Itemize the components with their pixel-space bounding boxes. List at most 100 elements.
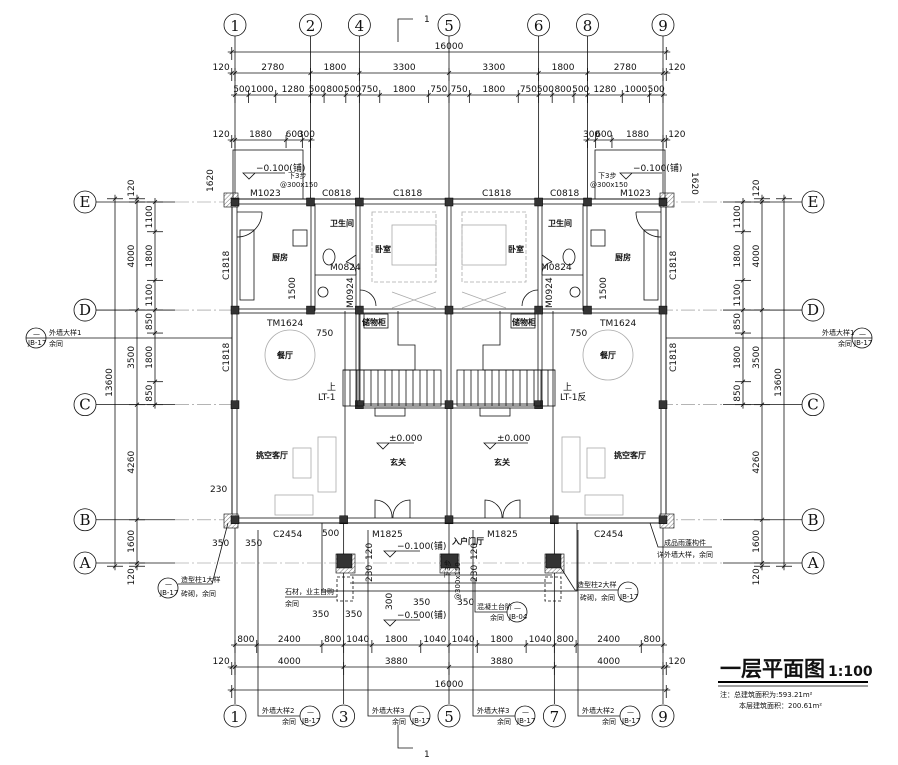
axis-bubble-6 xyxy=(527,13,551,37)
axis-label-bottom-3: 3 xyxy=(339,708,349,726)
dim-top-openings-value: 750 xyxy=(520,85,537,95)
dim-120-porch: 120 xyxy=(365,543,375,560)
svg-text:混凝土台阶: 混凝土台阶 xyxy=(477,602,512,611)
dim-top-openings-tick xyxy=(232,92,238,98)
dim-top-axes-tick xyxy=(446,70,452,76)
label-c1818-left: C1818 xyxy=(393,189,422,199)
dim-top-axes-value: 1800 xyxy=(323,63,346,73)
stove-right xyxy=(590,229,606,247)
detail-ref-sheet: JB-17 xyxy=(621,717,640,725)
dim-left-openings-value: 1100 xyxy=(145,205,155,228)
dim-left-axes-tick xyxy=(134,196,140,202)
stair-label-left: LT-1 xyxy=(318,393,335,403)
sofa-right xyxy=(561,436,581,493)
axis-bubble-left-C xyxy=(73,393,97,417)
dim-top-openings-value: 750 xyxy=(451,85,468,95)
note-stone: 石材，业主自购 余同 xyxy=(285,587,337,608)
dim-top-overall-tick xyxy=(229,49,235,55)
column xyxy=(583,305,592,315)
dim-top-openings-tick xyxy=(273,92,279,98)
detail-ref-column2[interactable]: — JB-17 造型柱2大样 砖砌，余同 xyxy=(560,567,639,603)
dim-left-overall-tick xyxy=(112,563,118,569)
column xyxy=(306,305,315,315)
dim-right-openings-value: 1800 xyxy=(733,346,743,369)
dim-right-openings-tick xyxy=(740,278,746,283)
dim-bottom-axes-value: 120 xyxy=(668,657,685,667)
dim-bottom-openings-tick xyxy=(638,642,644,648)
dim-left-axes-value: 120 xyxy=(127,179,137,196)
dim-120-porch-right: 120 xyxy=(470,543,480,560)
coffee-table-right xyxy=(586,447,606,479)
dim-right-axes-value: 4260 xyxy=(752,450,762,473)
leader-line xyxy=(472,530,515,717)
dim-bottom-openings-value: 1040 xyxy=(452,635,475,645)
dim-right-axes-value: 3500 xyxy=(752,346,762,369)
svg-text:—: — xyxy=(859,330,866,338)
dim-top-openings-tick xyxy=(377,92,383,98)
column xyxy=(658,305,668,315)
dim-750-right: 750 xyxy=(570,329,587,339)
dim-bottom-openings-tick xyxy=(523,642,529,648)
detail-ref-sheet: JB-17 xyxy=(301,717,320,725)
drawing-title-block: 一层平面图 1:100 注：总建筑面积为:593.21m² 本层建筑面积：200… xyxy=(718,657,873,710)
walls xyxy=(231,198,667,524)
dim-left-axes-value: 1600 xyxy=(127,530,137,553)
dim-top-axes-tick xyxy=(308,70,313,76)
dim-right-openings-tick xyxy=(740,307,746,313)
dim-bottom-overall-tick xyxy=(663,687,669,693)
detail-ref-wall1-left[interactable]: — JB-17 外墙大样1 余同 xyxy=(25,327,232,349)
shoe-cabinet-right xyxy=(479,407,511,417)
note-floor-area: 本层建筑面积：200.61m² xyxy=(739,701,822,710)
dim-right-openings-value: 850 xyxy=(733,313,743,330)
label-c1818-dining-left: C1818 xyxy=(222,343,232,372)
dim-entry-right-value: 120 xyxy=(668,130,685,140)
dim-top-openings-value: 1280 xyxy=(593,85,616,95)
dim-top-openings-value: 1800 xyxy=(393,85,416,95)
detail-ref-name: 外墙大样3 xyxy=(477,706,509,715)
column xyxy=(306,197,315,207)
dim-left-axes-tick xyxy=(134,517,140,523)
dim-bottom-openings-tick xyxy=(232,642,238,648)
dim-bottom-openings-tick xyxy=(552,642,557,648)
dim-bottom-openings-tick xyxy=(319,642,325,648)
basin-right xyxy=(569,286,581,298)
detail-ref-column1[interactable]: — JB-17 造型柱1大样 砖砌，余同 xyxy=(157,522,229,599)
label-c1818-kitchen-left: C1818 xyxy=(222,251,232,280)
axis-label-left-A: A xyxy=(79,554,91,572)
axis-bubble-bottom-9 xyxy=(651,704,675,728)
section-mark-bottom: 1 xyxy=(397,725,430,760)
stone-base xyxy=(336,576,354,602)
drawing-title: 一层平面图 xyxy=(720,657,825,681)
svg-text:—: — xyxy=(625,584,632,592)
label-m1023-left: M1023 xyxy=(250,189,281,199)
door-m1825-right xyxy=(484,499,521,519)
column xyxy=(444,197,454,207)
axis-bubble-8 xyxy=(576,13,599,37)
svg-text:JB-17: JB-17 xyxy=(159,589,178,597)
room-bathroom-right: 卫生间 xyxy=(548,218,572,228)
axis-label-5: 5 xyxy=(444,17,454,35)
steps-right: 下3步 xyxy=(598,172,616,180)
note-canopy: 成品雨蓬构件 详外墙大样，余同 xyxy=(649,522,713,559)
coffee-table-left xyxy=(292,447,312,479)
porch-outline xyxy=(321,522,578,592)
dim-right-openings-tick xyxy=(740,330,746,336)
stair-up-left: 上 xyxy=(327,382,336,393)
dim-bottom-axes-tick xyxy=(446,664,452,670)
dim-left-overall-tick xyxy=(112,196,118,202)
dim-left-axes-value: 4000 xyxy=(127,244,137,267)
detail-ref-concrete-steps[interactable]: — JB-04 混凝土台阶 余同 xyxy=(474,578,528,623)
dim-entry-left-tick xyxy=(300,137,305,143)
step-size-left: @300x150 xyxy=(280,181,318,189)
dim-bottom-openings-value: 800 xyxy=(237,635,254,645)
dim-right-axes-tick xyxy=(759,560,765,566)
detail-ref-wall1-right[interactable]: — JB-17 外墙大样1 余同 xyxy=(666,327,873,349)
drawing-scale: 1:100 xyxy=(828,664,873,680)
axis-label-right-B: B xyxy=(807,511,818,529)
dim-entry-left-value: 120 xyxy=(213,130,230,140)
detail-ref-name: 外墙大样2 xyxy=(582,706,614,715)
